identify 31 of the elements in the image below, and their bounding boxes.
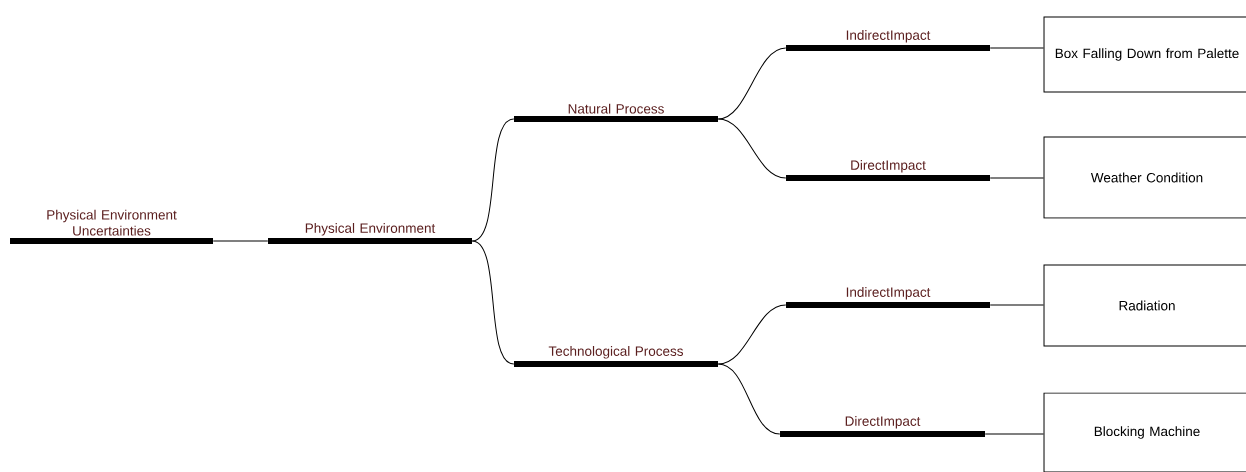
connector-line: [989, 304, 1044, 306]
node-label: IndirectImpact: [846, 287, 931, 300]
node-label: Natural Process: [568, 103, 664, 114]
connector-line: [717, 47, 787, 120]
leaf-box: Weather Condition: [1043, 136, 1246, 219]
connector-line: [989, 177, 1044, 179]
leaf-box: Blocking Machine: [1043, 392, 1246, 472]
leaf-box: Radiation: [1043, 264, 1246, 347]
node-label: DirectImpact: [845, 416, 921, 429]
connector-line: [212, 240, 269, 242]
labeled-bar: Physical Environment Uncertainties: [10, 209, 213, 244]
node-label: DirectImpact: [851, 160, 926, 173]
connector-line: [717, 118, 787, 179]
connector-line: [984, 433, 1044, 435]
node-label: Physical Environment Uncertainties: [47, 209, 177, 236]
connector-line: [717, 304, 787, 365]
node-label: Technological Process: [548, 346, 684, 359]
node-label: Physical Environment: [305, 223, 436, 236]
node-label: IndirectImpact: [846, 30, 931, 43]
labeled-bar: DirectImpact: [786, 160, 990, 181]
connector-line: [717, 363, 781, 435]
connector-line: [989, 47, 1044, 49]
labeled-bar: IndirectImpact: [786, 30, 990, 51]
leaf-box: Box Falling Down from Palette: [1043, 16, 1246, 93]
connector-line: [471, 240, 515, 365]
labeled-bar: Physical Environment: [268, 223, 472, 244]
labeled-bar: DirectImpact: [780, 416, 985, 437]
labeled-bar: IndirectImpact: [786, 287, 990, 308]
connector-line: [471, 118, 515, 242]
labeled-bar: Natural Process: [514, 103, 718, 122]
labeled-bar: Technological Process: [514, 346, 718, 367]
